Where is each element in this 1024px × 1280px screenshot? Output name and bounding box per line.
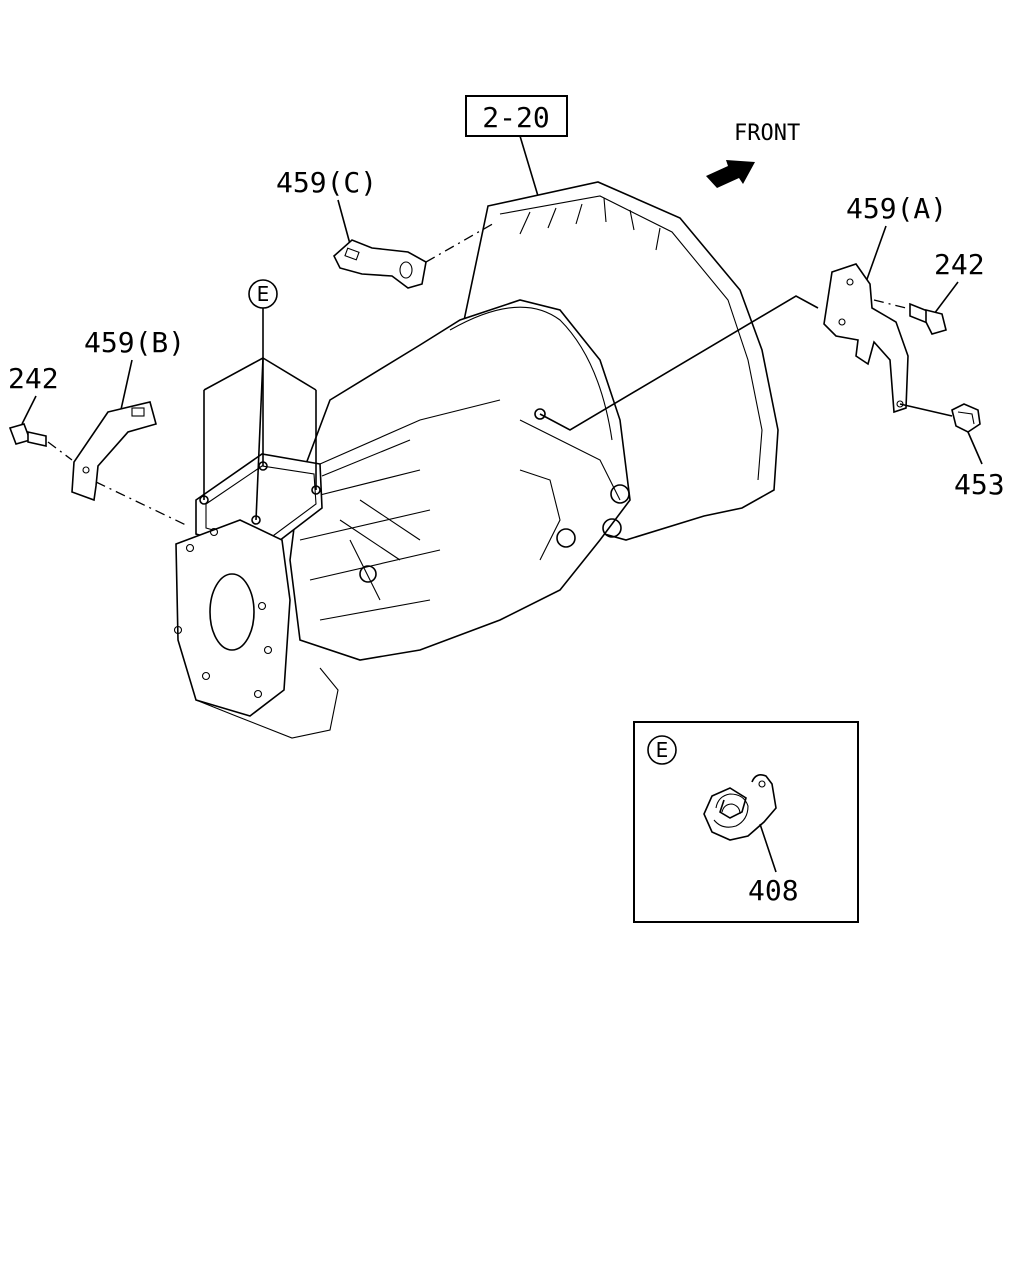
part-408-leader bbox=[759, 823, 777, 873]
part-459c-dashed-line bbox=[425, 221, 497, 263]
part-242-right-dashed-line bbox=[873, 299, 907, 309]
part-459a-connection-line bbox=[539, 295, 819, 431]
part-242-left-label: 242 bbox=[8, 362, 59, 395]
callout-e-main-label: E bbox=[257, 282, 270, 306]
bolt-242-left[interactable] bbox=[8, 423, 47, 447]
callout-e-leader-lines bbox=[199, 308, 321, 525]
clip-408[interactable] bbox=[703, 774, 777, 841]
part-459b-label: 459(B) bbox=[84, 326, 185, 359]
part-242-left-leader bbox=[21, 395, 37, 425]
part-459c-label: 459(C) bbox=[276, 166, 377, 199]
part-242-right-label: 242 bbox=[934, 248, 985, 281]
callout-e-main[interactable]: E bbox=[248, 279, 278, 309]
front-label: FRONT bbox=[734, 121, 800, 146]
transmission-housing bbox=[173, 181, 779, 739]
reference-leader-line bbox=[519, 135, 539, 197]
bolt-242-right[interactable] bbox=[909, 302, 947, 335]
bracket-459c[interactable] bbox=[333, 239, 427, 289]
callout-e-detail-label: E bbox=[656, 738, 669, 762]
part-453-leader bbox=[967, 431, 983, 465]
detail-e-panel: E 408 bbox=[633, 721, 859, 923]
part-242-right-leader bbox=[933, 281, 959, 315]
bracket-459a[interactable] bbox=[823, 263, 909, 414]
part-459a-label: 459(A) bbox=[846, 192, 947, 225]
part-408-label: 408 bbox=[748, 874, 799, 907]
reference-box-2-20[interactable]: 2-20 bbox=[465, 95, 568, 137]
part-459b-dashed-line bbox=[95, 481, 189, 527]
callout-e-detail[interactable]: E bbox=[647, 735, 677, 765]
part-459b-leader bbox=[119, 359, 133, 415]
clip-453-connection-line bbox=[899, 403, 953, 417]
part-459c-leader bbox=[337, 199, 351, 245]
front-arrow-icon bbox=[706, 160, 755, 188]
part-453-label: 453 bbox=[954, 468, 1005, 501]
clip-453[interactable] bbox=[951, 403, 981, 433]
part-242-left-dashed-line bbox=[47, 441, 73, 461]
bracket-459b[interactable] bbox=[71, 401, 157, 502]
reference-box-label: 2-20 bbox=[482, 101, 549, 134]
part-459a-leader bbox=[865, 225, 887, 283]
